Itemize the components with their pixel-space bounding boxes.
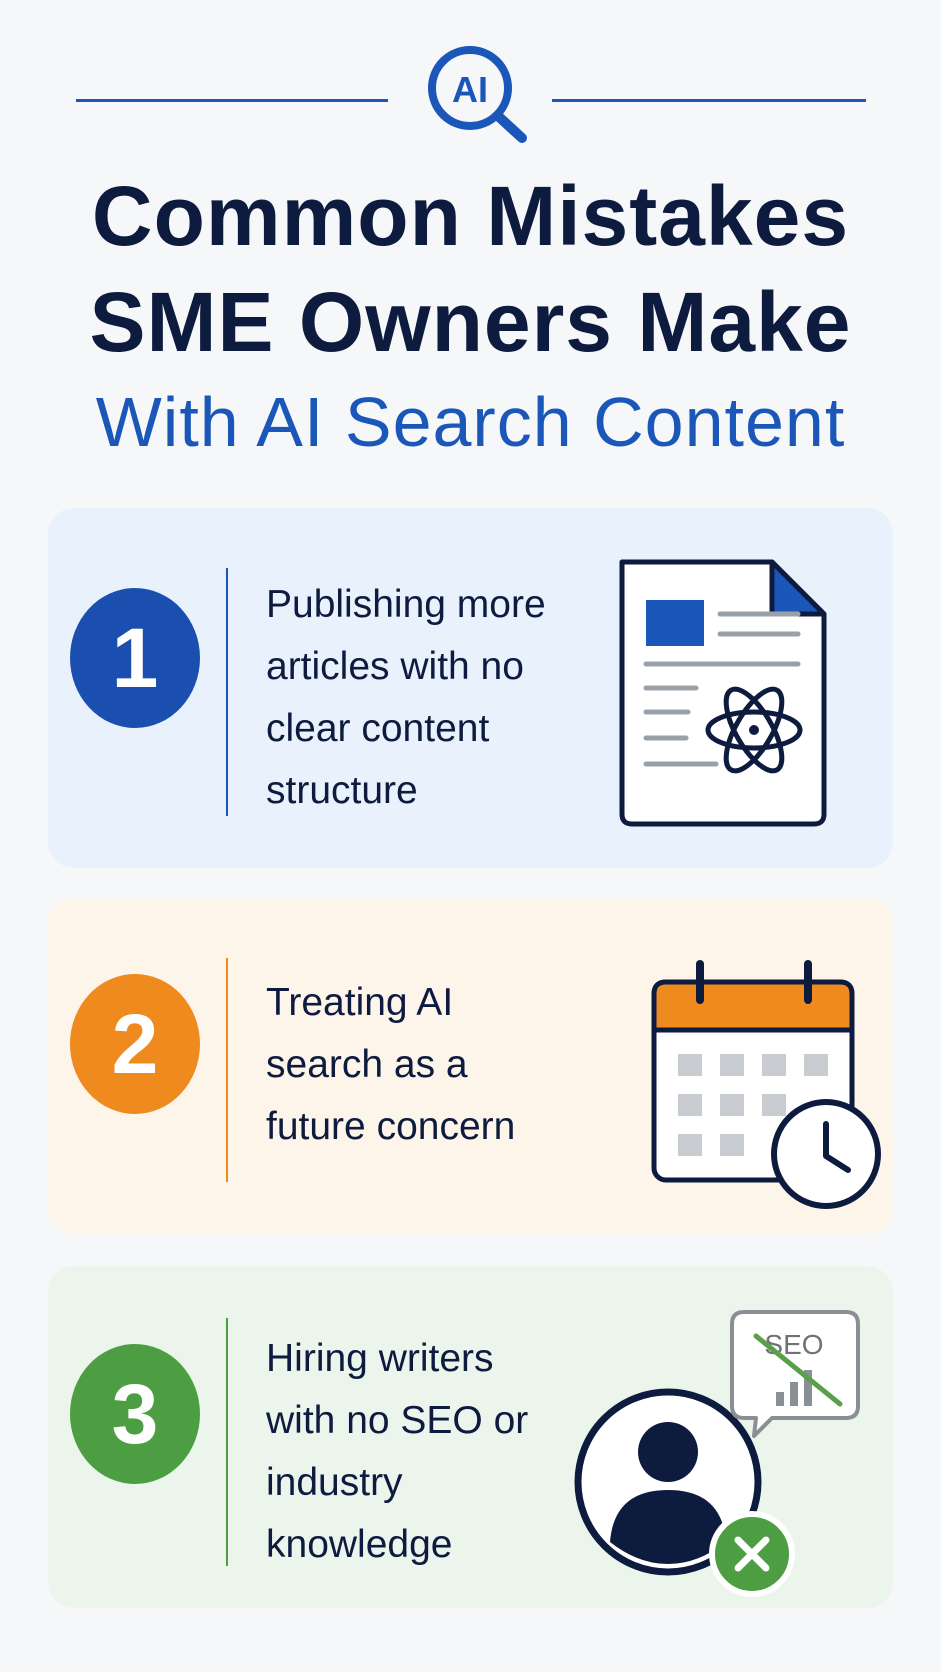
mistake-text-line: with no SEO or [266, 1399, 529, 1442]
ai-logo-text: AI [452, 69, 488, 110]
writer-no-seo-icon: SEO [574, 1310, 860, 1597]
mistake-card-2: 2 Treating AI search as a future concern [48, 898, 893, 1234]
mistake-text-line: Hiring writers [266, 1337, 494, 1380]
card-divider [226, 568, 228, 816]
header-rule-right [552, 99, 866, 102]
mistake-number-badge: 3 [70, 1344, 200, 1484]
mistake-card-1: 1 Publishing more articles with no clear… [48, 508, 893, 868]
card-divider [226, 958, 228, 1182]
page-title-line-2: SME Owners Make [89, 275, 852, 369]
mistake-text-line: knowledge [266, 1523, 453, 1566]
mistake-text: Treating AI search as a future concern [266, 972, 596, 1158]
mistake-text-line: Publishing more [266, 583, 546, 626]
mistake-text: Publishing more articles with no clear c… [266, 574, 596, 822]
mistake-card-3: 3 Hiring writers with no SEO or industry… [48, 1266, 893, 1608]
seo-label: SEO [764, 1329, 823, 1360]
mistake-text-line: articles with no [266, 645, 524, 688]
page-title-line-1: Common Mistakes [91, 169, 850, 263]
mistake-text-line: clear content [266, 707, 490, 750]
calendar-clock-icon [651, 960, 881, 1209]
mistake-text: Hiring writers with no SEO or industry k… [266, 1328, 596, 1576]
header-rule-left [76, 99, 388, 102]
document-ai-icon [619, 559, 827, 827]
mistake-text-line: future concern [266, 1105, 516, 1148]
ai-search-icon: AI [428, 46, 527, 143]
seo-speech-bubble: SEO [730, 1310, 860, 1438]
mistake-text-line: search as a [266, 1043, 468, 1086]
mistake-number-badge: 2 [70, 974, 200, 1114]
page-subtitle: With AI Search Content [95, 383, 846, 461]
mistake-text-line: structure [266, 769, 418, 812]
mistake-text-line: industry [266, 1461, 403, 1504]
mistake-number-badge: 1 [70, 588, 200, 728]
mistake-text-line: Treating AI [266, 981, 454, 1024]
card-divider [226, 1318, 228, 1566]
